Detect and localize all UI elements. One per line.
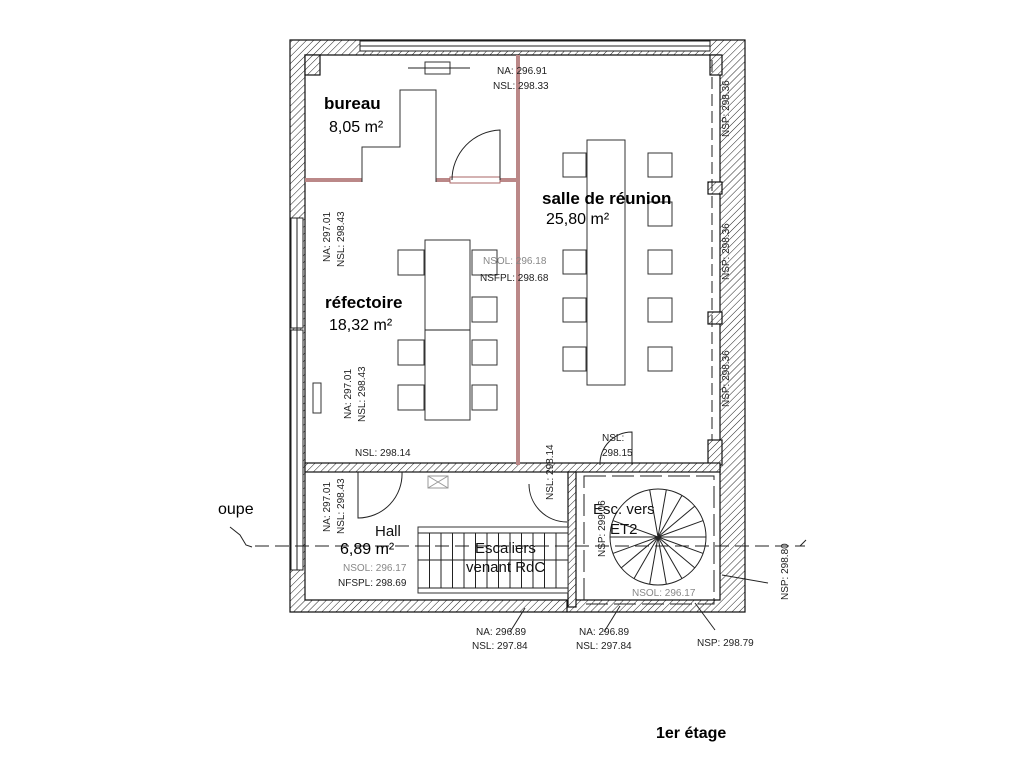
spiral-tread	[633, 536, 659, 579]
level-left-nsl-2: NSL: 298.43	[357, 366, 368, 422]
section-line	[229, 526, 807, 633]
level-hall-nsol: NSOL: 296.17	[343, 563, 407, 574]
room-name-refectoire: réfectoire	[325, 293, 402, 312]
spiral-tread	[657, 536, 667, 585]
spiral-tread	[649, 536, 659, 585]
level-right-nsp-3: NSP: 298.36	[721, 350, 732, 407]
level-bottom-nsp: NSP: 298.79	[697, 638, 754, 649]
room-name-hall: Hall	[375, 523, 401, 540]
level-right-nsp-1: NSP: 298.36	[721, 80, 732, 137]
level-hall-nfspl: NFSPL: 298.69	[338, 578, 407, 589]
level-hall-nsl: NSL: 298.43	[336, 478, 347, 534]
level-bottom2-na: NA: 296.89	[579, 627, 629, 638]
stairs-label-2: venant RdC	[466, 559, 545, 576]
straight-stairs	[417, 526, 569, 594]
level-left-na-2: NA: 297.01	[343, 369, 354, 419]
level-top-nsl: NSL: 298.33	[493, 81, 549, 92]
spiral-tread	[657, 489, 667, 538]
stairs-label-1: Escaliers	[475, 540, 536, 557]
spiral-tread	[657, 520, 704, 538]
room-area-bureau: 8,05 m²	[329, 119, 384, 136]
room-area-hall: 6,89 m²	[340, 541, 395, 558]
level-top-na: NA: 296.91	[497, 66, 547, 77]
spiral-stairs	[583, 475, 715, 605]
bureau-desk	[361, 61, 470, 182]
level-mid-nsfpl: NSFPL: 298.68	[480, 273, 549, 284]
spiral-tread	[657, 536, 696, 569]
level-hall-na: NA: 297.01	[322, 482, 333, 532]
spiral-tread	[612, 536, 659, 554]
room-area-refectoire: 18,32 m²	[329, 317, 393, 334]
level-left-nsl-1: NSL: 298.43	[336, 211, 347, 267]
spiral-tread	[620, 536, 659, 569]
spiral-tread	[657, 536, 704, 554]
room-name-bureau: bureau	[324, 94, 381, 113]
spiral-label-2: ET2	[610, 521, 638, 538]
floor-title: 1er étage	[656, 725, 726, 742]
refectoire-table	[312, 239, 498, 421]
spiral-tread	[657, 536, 683, 579]
spiral-tread	[657, 495, 683, 538]
level-spiral-nsol: NSOL: 296.17	[632, 588, 696, 599]
level-door-nsl-b: 298.15	[602, 448, 633, 459]
level-refectoire-nsl: NSL: 298.14	[355, 448, 411, 459]
spiral-tread	[649, 489, 659, 538]
level-bottom2-nsl: NSL: 297.84	[576, 641, 632, 652]
level-bottom1-na: NA: 296.89	[476, 627, 526, 638]
spiral-tread	[657, 505, 696, 538]
level-door-nsl-a: NSL:	[602, 433, 624, 444]
level-bottom1-nsl: NSL: 297.84	[472, 641, 528, 652]
level-stair-nsp: NSP: 299.06	[597, 500, 608, 557]
section-label: oupe	[218, 501, 254, 518]
level-left-na-1: NA: 297.01	[322, 212, 333, 262]
level-hall-door-nsl: NSL: 298.14	[545, 444, 556, 500]
level-mid-nsol: NSOL: 296.18	[483, 256, 547, 267]
doors	[357, 129, 633, 523]
meeting-table	[562, 139, 673, 386]
room-name-salle-reunion: salle de réunion	[542, 189, 671, 208]
spiral-label-1: Esc. vers	[593, 501, 655, 518]
level-right-nsp-2: NSP: 298.36	[721, 223, 732, 280]
room-area-salle-reunion: 25,80 m²	[546, 211, 610, 228]
spiral-tread	[612, 520, 659, 538]
level-outer-nsp: NSP: 298.80	[780, 543, 791, 600]
